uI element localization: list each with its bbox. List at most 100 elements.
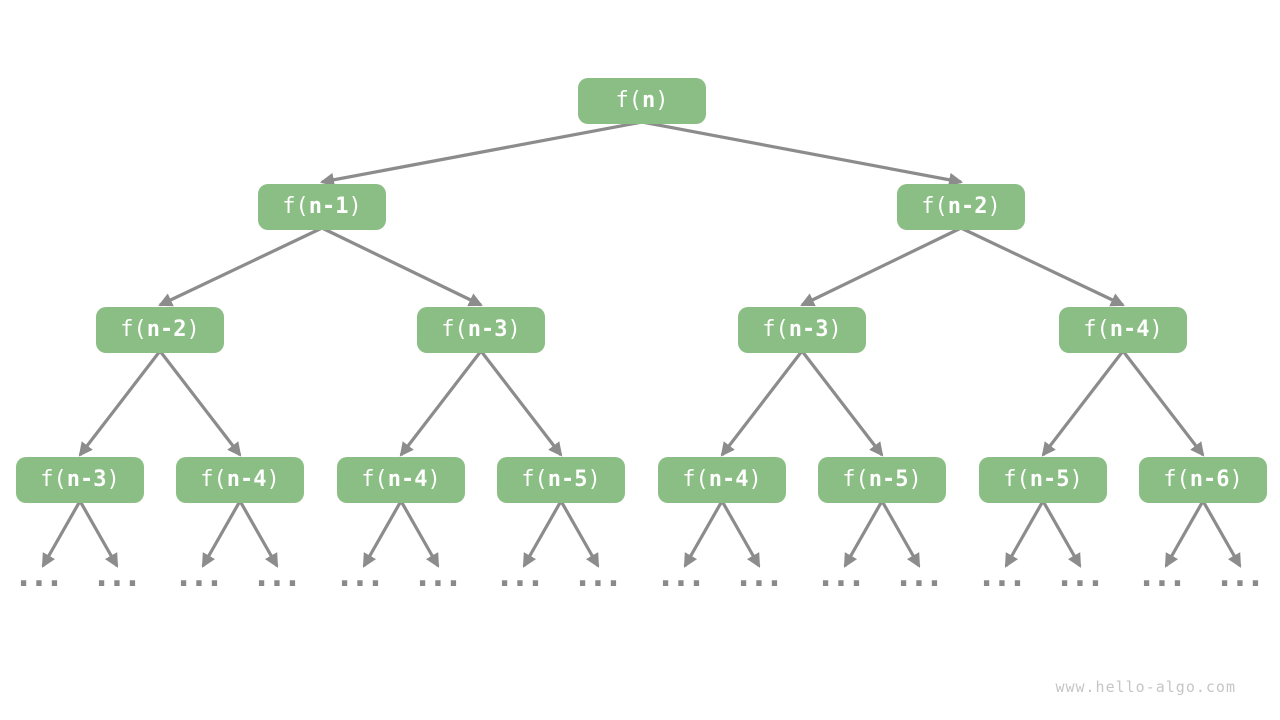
ellipsis-leaf: ...	[17, 559, 65, 594]
node-label-pre: f(	[282, 194, 309, 219]
tree-node-f(n-1): f(n-1)	[258, 184, 386, 230]
edge-arrow	[1164, 500, 1205, 568]
ellipsis-leaf: ...	[498, 559, 546, 594]
edge-arrow	[479, 350, 563, 457]
node-label-post: )	[1069, 467, 1083, 492]
tree-node-f(n-4): f(n-4)	[176, 457, 304, 503]
node-label-post: )	[655, 88, 669, 113]
ellipsis-leaf: ...	[980, 559, 1028, 594]
node-label-pre: f(	[441, 317, 468, 342]
node-label-arg: n	[642, 88, 656, 113]
node-label-arg: n-6	[1189, 467, 1230, 492]
edge-arrow	[41, 500, 82, 568]
ellipsis-leaf: ...	[95, 559, 143, 594]
ellipsis-leaf: ...	[737, 559, 785, 594]
node-label-arg: n-3	[788, 317, 829, 342]
tree-node-f(n-3): f(n-3)	[16, 457, 144, 503]
ellipsis-leaf: ...	[1140, 559, 1188, 594]
node-label-arg: n-5	[868, 467, 909, 492]
node-label-arg: n-5	[547, 467, 588, 492]
node-label-arg: n-3	[467, 317, 508, 342]
ellipsis-leaf: ...	[897, 559, 945, 594]
edge-arrow	[1041, 500, 1082, 568]
edge-arrow	[1121, 350, 1205, 457]
node-label-pre: f(	[921, 194, 948, 219]
node-label-arg: n-4	[1109, 317, 1150, 342]
edge-arrow	[683, 500, 724, 568]
tree-node-f(n-6): f(n-6)	[1139, 457, 1267, 503]
node-label-arg: n-3	[66, 467, 107, 492]
tree-node-f(n-4): f(n-4)	[1059, 307, 1187, 353]
tree-node-f(n-4): f(n-4)	[658, 457, 786, 503]
tree-node-f(n-4): f(n-4)	[337, 457, 465, 503]
edge-arrow	[158, 226, 323, 307]
node-label-post: )	[427, 467, 441, 492]
edge-arrow	[843, 500, 884, 568]
node-label-pre: f(	[842, 467, 869, 492]
edge-arrow	[1041, 350, 1125, 457]
node-label-arg: n-4	[708, 467, 749, 492]
node-label-pre: f(	[120, 317, 147, 342]
ellipsis-leaf: ...	[1058, 559, 1106, 594]
ellipsis-leaf: ...	[819, 559, 867, 594]
node-label-post: )	[828, 317, 842, 342]
node-label-pre: f(	[615, 88, 643, 113]
edge-arrow	[78, 500, 119, 568]
node-label-pre: f(	[521, 467, 548, 492]
node-label-post: )	[186, 317, 200, 342]
edge-arrow	[880, 500, 921, 568]
node-label-post: )	[1149, 317, 1163, 342]
node-label-post: )	[908, 467, 922, 492]
ellipsis-leaf: ...	[659, 559, 707, 594]
tree-node-f(n-3): f(n-3)	[417, 307, 545, 353]
edge-arrow	[201, 500, 242, 568]
edge-arrow	[720, 350, 804, 457]
node-label-post: )	[748, 467, 762, 492]
node-label-pre: f(	[200, 467, 227, 492]
node-label-pre: f(	[40, 467, 67, 492]
edge-arrow	[559, 500, 600, 568]
edge-arrow	[522, 500, 563, 568]
edge-arrow	[362, 500, 403, 568]
node-label-arg: n-2	[947, 194, 988, 219]
edge-arrow	[1004, 500, 1045, 568]
edge-arrow	[238, 500, 279, 568]
ellipsis-leaf: ...	[416, 559, 464, 594]
node-label-post: )	[348, 194, 362, 219]
node-label-post: )	[266, 467, 280, 492]
edge-arrow	[399, 350, 483, 457]
node-label-pre: f(	[762, 317, 789, 342]
node-label-post: )	[507, 317, 521, 342]
ellipsis-leaf: ...	[1218, 559, 1266, 594]
watermark: www.hello-algo.com	[1055, 678, 1236, 696]
node-label-pre: f(	[361, 467, 388, 492]
edge-arrow	[960, 226, 1125, 307]
node-label-post: )	[987, 194, 1001, 219]
edge-arrow	[800, 350, 884, 457]
node-label-pre: f(	[1003, 467, 1030, 492]
tree-node-f(n): f(n)	[578, 78, 706, 124]
edge-arrow	[800, 226, 962, 307]
node-label-post: )	[106, 467, 120, 492]
node-label-arg: n-5	[1029, 467, 1070, 492]
node-label-pre: f(	[1083, 317, 1110, 342]
edge-arrow	[78, 350, 162, 457]
edge-arrow	[1201, 500, 1242, 568]
node-label-arg: n-1	[308, 194, 349, 219]
tree-node-f(n-5): f(n-5)	[818, 457, 946, 503]
node-label-arg: n-4	[226, 467, 267, 492]
ellipsis-leaf: ...	[338, 559, 386, 594]
ellipsis-leaf: ...	[255, 559, 303, 594]
node-label-pre: f(	[682, 467, 709, 492]
node-label-arg: n-2	[146, 317, 187, 342]
tree-node-f(n-5): f(n-5)	[497, 457, 625, 503]
ellipsis-leaf: ...	[576, 559, 624, 594]
edge-arrow	[641, 120, 964, 187]
edge-arrow	[321, 226, 483, 307]
edge-arrow	[399, 500, 440, 568]
node-label-post: )	[587, 467, 601, 492]
ellipsis-leaf: ...	[177, 559, 225, 594]
tree-node-f(n-2): f(n-2)	[96, 307, 224, 353]
